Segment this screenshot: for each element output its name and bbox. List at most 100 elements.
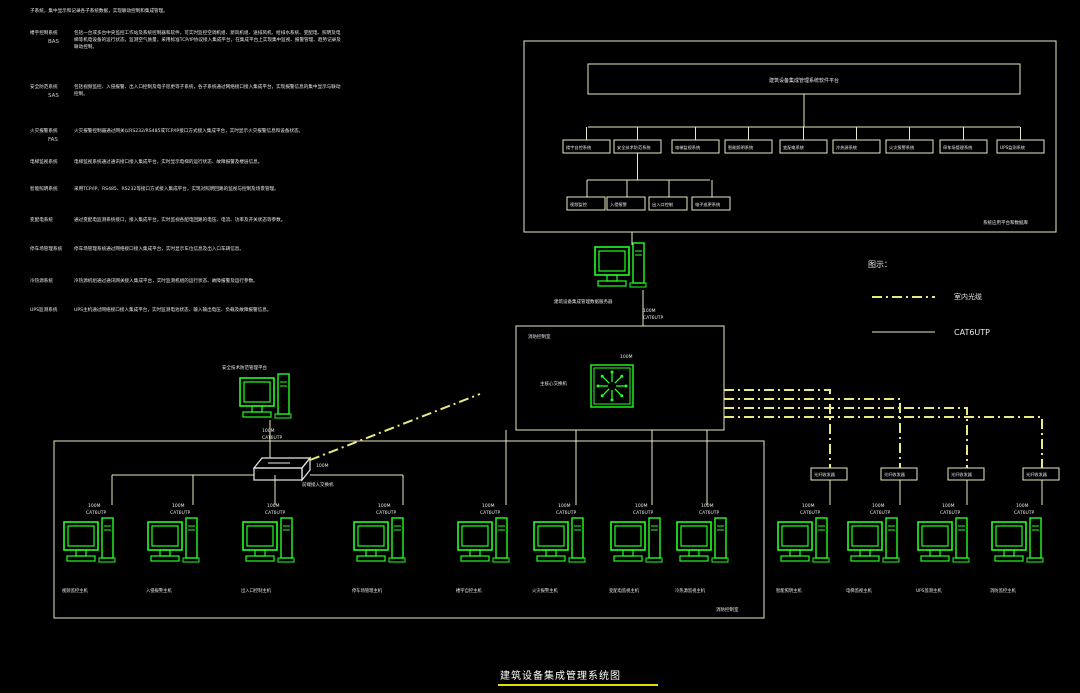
media-converter-label: 光纤收发器 [814, 471, 836, 478]
media-converter-box [947, 467, 985, 481]
platform-frame [523, 40, 1057, 233]
subsystem-label: 安全技术防范系统 [617, 144, 651, 151]
note-code: BAS [48, 39, 60, 45]
note-key: 楼宇控制系统 [30, 31, 58, 36]
ws-speed: 100M [558, 503, 571, 509]
left-ws-computer-icon [239, 373, 292, 419]
ws-label: 火灾报警主机 [532, 587, 558, 594]
security-child-label: 入侵报警 [610, 201, 628, 208]
media-converter-box [810, 467, 848, 481]
platform-software-label: 建筑设备集成管理系统软件平台 [769, 77, 839, 84]
workstations-right: 100MCAT6UTP智能照明主机100MCAT6UTP电梯监视主机100MCA… [776, 503, 1044, 594]
ws-speed: 100M [378, 503, 391, 509]
subsystem-label: 火灾报警系统 [889, 144, 914, 151]
ws-speed: 100M [1016, 503, 1029, 509]
subsystem-box [779, 139, 828, 154]
network-wiring: 光纤收发器光纤收发器光纤收发器光纤收发器 [111, 389, 1060, 505]
edge-switch-speed: 100M [316, 463, 329, 469]
subsystem-box [832, 139, 881, 154]
media-converter-label: 光纤收发器 [1026, 471, 1048, 478]
core-switch-speed: 100M [620, 354, 633, 360]
ws-media: CAT6UTP [86, 510, 107, 516]
ws-label: 入侵报警主机 [146, 587, 172, 594]
control-center-frame [515, 325, 725, 431]
left-ws-label: 安全技术防范管理平台 [222, 364, 267, 371]
media-converter-box [1022, 467, 1060, 481]
note-text: 采用TCP/IP、RS485、RS232等接口方式接入集成平台，实现对照明回路的… [74, 187, 279, 192]
ws-media: CAT6UTP [1014, 510, 1035, 516]
ws-label: 智能照明主机 [776, 587, 802, 594]
ws-media: CAT6UTP [556, 510, 577, 516]
subsystem-label: 电梯监视系统 [675, 144, 700, 151]
ws-media: CAT6UTP [480, 510, 501, 516]
ws-speed: 100M [701, 503, 714, 509]
note-text: 通过变配电监测系统接口，接入集成平台，实时监视各配电回路的电压、电流、功率及开关… [74, 218, 286, 223]
security-child-box [648, 196, 688, 211]
security-child-box [691, 196, 731, 211]
workstation-computer-icon [242, 517, 295, 563]
note-code: SAS [48, 93, 59, 99]
subsystem-boxes: 楼宇自控系统安全技术防范系统电梯监视系统智能照明系统变配电系统冷热源系统火灾报警… [562, 94, 1045, 154]
left-ws-speed: 100M [262, 428, 275, 434]
fire-room-label: 消防控制室 [716, 606, 739, 613]
data-server [594, 242, 647, 288]
ws-media: CAT6UTP [170, 510, 191, 516]
workstation-computer-icon [777, 517, 830, 563]
workstations-left: 100MCAT6UTP视频监控主机100MCAT6UTP入侵报警主机100MCA… [62, 503, 729, 594]
note-key: 智能照明系统 [30, 187, 58, 192]
legend-heading: 图示： [868, 260, 892, 269]
subsystem-label: UPS监测系统 [1000, 144, 1025, 151]
subsystem-label: 楼宇自控系统 [566, 144, 591, 151]
ws-speed: 100M [172, 503, 185, 509]
media-converter-label: 光纤收发器 [951, 471, 973, 478]
subsystem-box [939, 139, 988, 154]
fiber-run [724, 389, 831, 468]
server-label: 建筑设备集成管理数据服务器 [554, 298, 613, 305]
ws-media: CAT6UTP [940, 510, 961, 516]
diagram-title: 建筑设备集成管理系统图 [500, 671, 621, 682]
security-child-label: 电子巡更系统 [695, 201, 720, 208]
legend-fiber-label: 室内光缆 [954, 292, 982, 301]
workstation-computer-icon [847, 517, 900, 563]
note-key: 安全防范系统 [30, 85, 58, 90]
note-text: 停车场管理系统通过网络接口接入集成平台，实时显示车位信息及出入口车辆信息。 [74, 247, 244, 252]
note-key: 停车场管理系统 [30, 247, 63, 252]
workstation-computer-icon [917, 517, 970, 563]
fire-room-frame [53, 440, 765, 619]
fiber-run [724, 416, 1043, 468]
security-child-box [606, 196, 646, 211]
security-children: 视频监控 入侵报警 出入口控制 电子巡更系统 [566, 153, 731, 211]
note-key: 火灾报警系统 [30, 129, 58, 134]
security-child-label: 出入口控制 [652, 201, 673, 208]
ws-speed: 100M [267, 503, 280, 509]
ws-media: CAT6UTP [376, 510, 397, 516]
ws-media: CAT6UTP [633, 510, 654, 516]
ws-label: 出入口控制主机 [241, 587, 272, 594]
security-child-label: 视频监控 [570, 201, 588, 208]
title-underline [498, 684, 658, 686]
subsystem-label: 智能照明系统 [728, 144, 753, 151]
ws-label: 视频监控主机 [62, 587, 88, 594]
workstation-computer-icon [147, 517, 200, 563]
subsystem-box [996, 139, 1045, 154]
ws-label: 变配电监视主机 [609, 587, 640, 594]
server-computer-icon [594, 242, 647, 288]
workstation-computer-icon [457, 517, 510, 563]
ws-label: 楼宇自控主机 [456, 587, 482, 594]
ws-label: 电梯监视主机 [846, 587, 872, 594]
note-code: FAS [48, 137, 58, 143]
fiber-run [724, 407, 968, 468]
server-link-media: CAT6UTP [643, 315, 664, 321]
ws-label: 停车场管理主机 [352, 587, 383, 594]
ws-speed: 100M [802, 503, 815, 509]
workstation-computer-icon [63, 517, 116, 563]
fiber-to-core [309, 393, 481, 461]
note-key: UPS监测系统 [30, 308, 58, 313]
note-text: UPS主机通过网络接口接入集成平台，实时监测电池状态、输入输出电压、负载及故障报… [74, 308, 272, 313]
ws-label: 冷热源监视主机 [675, 587, 706, 594]
subsystem-box [724, 139, 773, 154]
core-switch-icon [590, 364, 634, 408]
subsystem-box [885, 139, 934, 154]
note-key: 冷热源系统 [30, 279, 53, 284]
core-switch-label: 主核心交换机 [540, 380, 567, 387]
